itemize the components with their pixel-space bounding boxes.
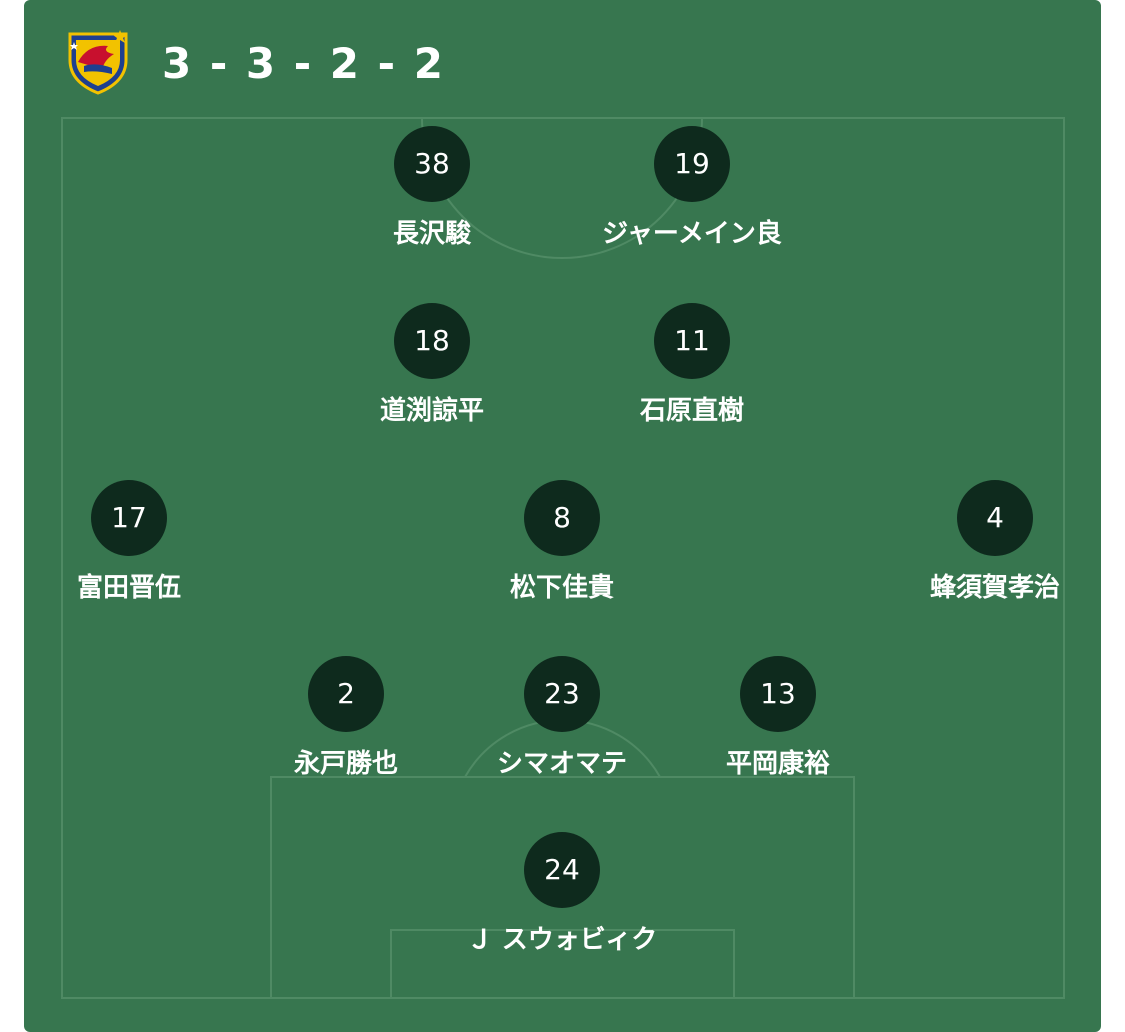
team-emblem-icon (68, 30, 128, 95)
player-number: 18 (394, 303, 470, 379)
player-name: ジャーメイン良 (602, 219, 782, 249)
player-38: 38 長沢駿 (332, 126, 532, 249)
player-name: Ｊ スウォビィク (466, 925, 658, 955)
player-number: 4 (957, 480, 1033, 556)
player-13: 13 平岡康裕 (678, 656, 878, 779)
player-11: 11 石原直樹 (592, 303, 792, 426)
player-name: 平岡康裕 (725, 749, 830, 779)
player-23: 23 シマオマテ (462, 656, 662, 779)
player-name: シマオマテ (496, 749, 627, 779)
player-17: 17 富田晋伍 (29, 480, 229, 603)
player-number: 38 (394, 126, 470, 202)
player-number: 11 (654, 303, 730, 379)
formation-title: 3 - 3 - 2 - 2 (162, 39, 445, 88)
goal-area (390, 929, 735, 999)
player-name: 松下佳貴 (509, 573, 614, 603)
player-name: 石原直樹 (639, 396, 744, 426)
player-8: 8 松下佳貴 (462, 480, 662, 603)
player-4: 4 蜂須賀孝治 (895, 480, 1095, 603)
player-number: 2 (308, 656, 384, 732)
lineup-panel: 3 - 3 - 2 - 2 38 長沢駿 19 ジャーメイン良 18 道渕諒平 … (24, 0, 1101, 1032)
player-number: 17 (91, 480, 167, 556)
player-name: 長沢駿 (392, 219, 471, 249)
player-24: 24 Ｊ スウォビィク (462, 832, 662, 955)
player-number: 23 (524, 656, 600, 732)
player-name: 永戸勝也 (293, 749, 398, 779)
player-name: 道渕諒平 (379, 396, 484, 426)
player-19: 19 ジャーメイン良 (592, 126, 792, 249)
player-name: 蜂須賀孝治 (929, 573, 1060, 603)
player-number: 19 (654, 126, 730, 202)
player-number: 8 (524, 480, 600, 556)
player-name: 富田晋伍 (76, 573, 181, 603)
player-number: 13 (740, 656, 816, 732)
player-18: 18 道渕諒平 (332, 303, 532, 426)
player-number: 24 (524, 832, 600, 908)
player-2: 2 永戸勝也 (246, 656, 446, 779)
